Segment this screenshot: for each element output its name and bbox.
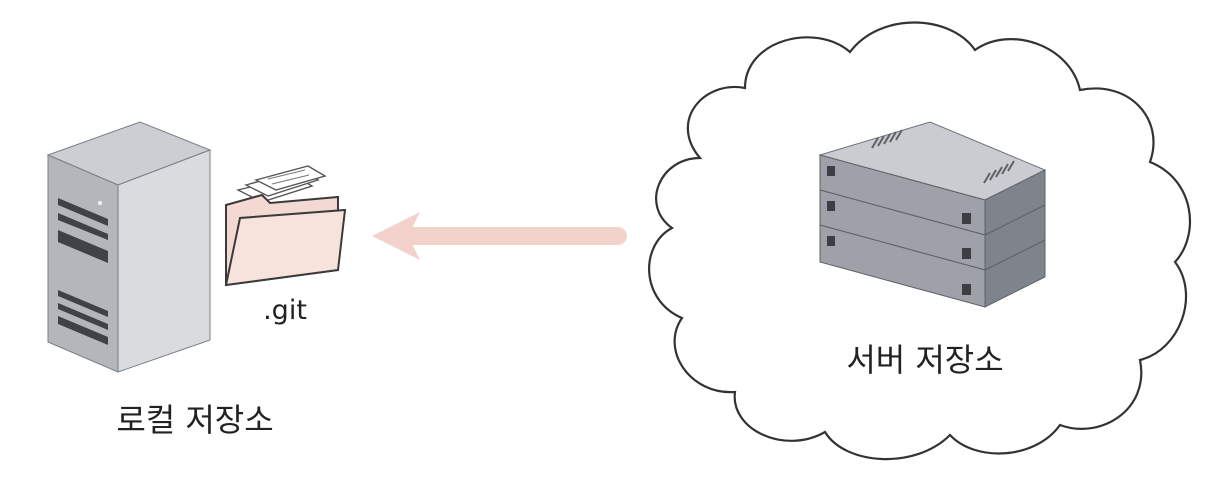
clone-arrow	[372, 212, 627, 260]
folder-icon	[224, 165, 347, 287]
folder-label: .git	[263, 295, 307, 326]
desktop-tower-icon	[46, 121, 212, 373]
local-repository-label: 로컬 저장소	[116, 401, 274, 439]
server-repository-label: 서버 저장소	[846, 341, 1004, 379]
server-rack-icon	[818, 121, 1047, 308]
